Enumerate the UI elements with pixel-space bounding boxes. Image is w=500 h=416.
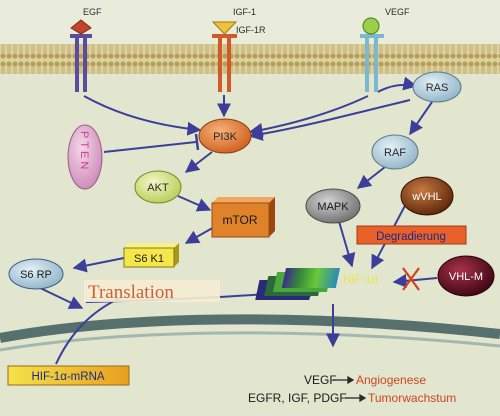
vhl-m-label: VHL-M xyxy=(449,271,483,283)
mapk-label: MAPK xyxy=(317,201,349,213)
igf-1-ligand-icon xyxy=(211,21,238,35)
raf-node xyxy=(371,134,419,170)
outcome-angiogenese: Angiogenese xyxy=(356,373,426,387)
wvhl-node xyxy=(400,176,454,216)
degradierung-label: Degradierung xyxy=(376,231,446,243)
wvhl-label: wVHL xyxy=(411,191,441,203)
arrow-akt-mtor xyxy=(177,195,212,212)
egf-ligand-icon xyxy=(70,19,92,35)
igf-1-label: IGF-1 xyxy=(233,7,256,17)
translation-label: Translation xyxy=(88,282,174,303)
inhibit-bar-pten xyxy=(194,133,200,151)
block-x-icon xyxy=(402,267,420,291)
pi3k-node xyxy=(198,118,252,154)
mapk-node xyxy=(305,188,361,224)
akt-node xyxy=(134,170,182,204)
outcome-tumorwachstum: Tumorwachstum xyxy=(368,391,456,405)
arrow-raf-mapk xyxy=(356,166,386,189)
nuclear-membrane-inner xyxy=(0,331,500,352)
ras-label: RAS xyxy=(426,82,449,94)
arrow-s6k1-s6rp xyxy=(72,257,125,273)
egf-label: EGF xyxy=(83,7,102,17)
vhl-m-node xyxy=(437,255,495,297)
s6rp-label: S6 RP xyxy=(20,269,52,281)
ras-node xyxy=(412,71,462,103)
raf-label: RAF xyxy=(384,147,406,159)
arrow-mtor-s6k1 xyxy=(184,225,217,244)
pi3k-label: PI3K xyxy=(213,131,238,143)
arrow-pi3k-akt xyxy=(184,151,213,173)
s6rp-node xyxy=(8,258,64,290)
vegf-ligand-icon xyxy=(362,17,380,35)
igf-1r-receptor xyxy=(211,21,238,92)
pathway-arrows xyxy=(37,76,433,365)
s6k1-label: S6 K1 xyxy=(134,253,164,265)
vegf-label: VEGF xyxy=(385,7,410,17)
arrow-ras-pi3k xyxy=(248,99,411,141)
hif-1a-label: HIF-1α xyxy=(343,274,379,286)
outcome-vegf: VEGF xyxy=(304,373,337,387)
arrow-egfr-pi3k xyxy=(83,95,202,136)
mtor-label: mTOR xyxy=(222,213,257,227)
nuclear-membrane xyxy=(0,314,500,343)
hif-mrna-label: HIF-1α-mRNA xyxy=(31,371,104,383)
arrow-s6rp-translation xyxy=(37,286,84,309)
egfr-receptor xyxy=(70,19,92,92)
translation-box xyxy=(84,280,220,302)
pten-label: PTEN xyxy=(78,131,90,172)
hif-mrna-box xyxy=(7,365,130,386)
vegfr-receptor xyxy=(360,17,384,92)
arrow-ras-raf xyxy=(409,101,433,136)
degradierung-box xyxy=(356,225,467,245)
outcome-arrows xyxy=(333,375,367,403)
s6k1-node xyxy=(123,243,179,268)
outcome-growth-factors: EGFR, IGF, PDGF xyxy=(248,391,347,405)
pten-node xyxy=(67,124,103,190)
inhibit-pten-pi3k xyxy=(103,141,197,153)
mrna-strand xyxy=(55,297,121,365)
mtor-node xyxy=(211,197,275,238)
akt-label: AKT xyxy=(147,182,169,194)
arrow-vhl-m-hif-blocked xyxy=(392,273,438,288)
hif-1a-stack xyxy=(255,268,341,300)
igf-1r-label: IGF-1R xyxy=(236,25,266,35)
